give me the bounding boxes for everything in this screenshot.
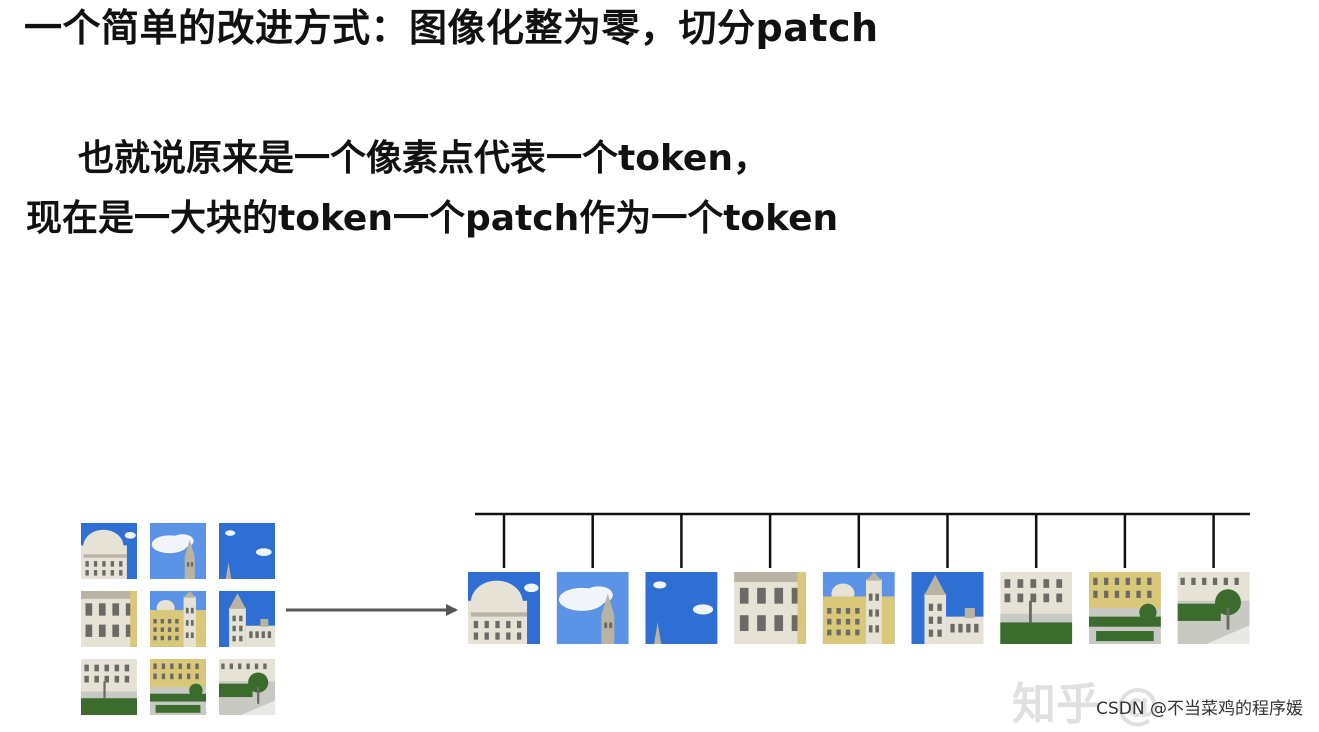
patch-token-sequence xyxy=(468,572,1250,644)
csdn-watermark: CSDN @不当菜鸡的程序媛 xyxy=(1096,699,1303,719)
slide-title: 一个简单的改进方式：图像化整为零，切分patch xyxy=(24,6,879,50)
garden-hedges-patch-icon xyxy=(1088,572,1161,644)
dome-sky-patch-icon xyxy=(468,572,540,644)
facade-windows-patch-grid-icon xyxy=(81,591,137,647)
palace-front-patch-icon xyxy=(822,572,895,644)
token-connector-lines xyxy=(475,512,1250,568)
description-line-2: 现在是一大块的token一个patch作为一个token xyxy=(26,198,839,239)
courtyard-building-patch-grid-icon xyxy=(81,659,137,715)
sky-spire-patch-grid-icon xyxy=(219,523,275,579)
facade-windows-patch-icon xyxy=(734,572,807,644)
garden-tree-patch-grid-icon xyxy=(219,659,275,715)
garden-hedges-patch-grid-icon xyxy=(150,659,206,715)
zhihu-watermark: 知乎 @ xyxy=(1012,679,1160,730)
image-patch-grid xyxy=(81,523,275,715)
courtyard-building-patch-icon xyxy=(1000,572,1073,644)
sky-spire-patch-icon xyxy=(645,572,718,644)
garden-tree-patch-icon xyxy=(1177,572,1250,644)
palace-front-patch-grid-icon xyxy=(150,591,206,647)
cloud-tower-patch-icon xyxy=(556,572,629,644)
tower-sky-patch-grid-icon xyxy=(219,591,275,647)
dome-sky-patch-grid-icon xyxy=(81,523,137,579)
description-line-1: 也就说原来是一个像素点代表一个token， xyxy=(78,138,769,179)
cloud-tower-patch-grid-icon xyxy=(150,523,206,579)
tower-sky-patch-icon xyxy=(911,572,984,644)
